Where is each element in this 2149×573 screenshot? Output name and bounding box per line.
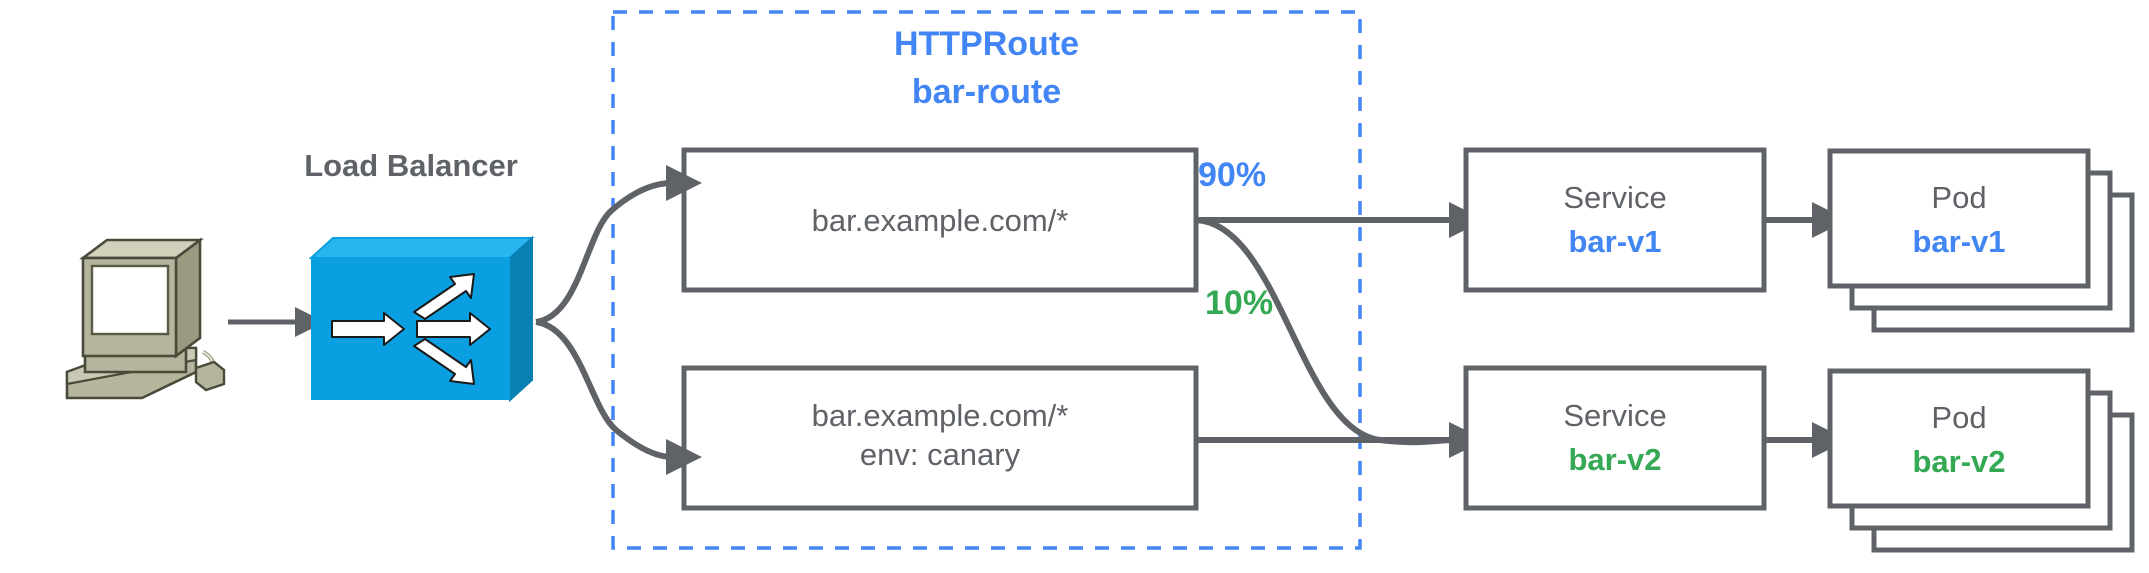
- pod-bar-v1-name: bar-v1: [1912, 224, 2006, 259]
- rule-primary-box[interactable]: [681, 147, 1199, 293]
- httproute-boundary: [611, 10, 1362, 550]
- weight-90-label: 90%: [1198, 156, 1267, 194]
- httproute-kind-label: HTTPRoute: [893, 25, 1080, 63]
- rule-primary-label: bar.example.com/*: [811, 203, 1069, 238]
- rule-canary-label-host: bar.example.com/*: [811, 398, 1069, 433]
- service-bar-v1-name: bar-v1: [1568, 224, 1662, 259]
- edge-lb-to-rule-canary: [535, 319, 702, 475]
- load-balancer-label: Load Balancer: [304, 148, 518, 183]
- pod-bar-v2-name: bar-v2: [1912, 444, 2006, 479]
- weight-10-label: 10%: [1205, 284, 1274, 322]
- desktop-computer-icon: [65, 237, 226, 400]
- rule-canary-label-env: env: canary: [859, 437, 1021, 472]
- service-bar-v1-kind: Service: [1563, 180, 1667, 215]
- service-bar-v2-kind: Service: [1563, 398, 1667, 433]
- rule-canary-box[interactable]: [681, 365, 1199, 511]
- pod-bar-v2-kind: Pod: [1931, 400, 1987, 435]
- pod-bar-v2-stack[interactable]: [1827, 368, 2135, 553]
- service-bar-v2-box[interactable]: [1463, 365, 1767, 511]
- pod-bar-v1-stack[interactable]: [1827, 148, 2135, 333]
- service-bar-v1-box[interactable]: [1463, 147, 1767, 293]
- httproute-name-label: bar-route: [911, 73, 1062, 111]
- edge-rule-primary-to-service-v2-10: [1195, 217, 1485, 459]
- service-bar-v2-name: bar-v2: [1568, 442, 1662, 477]
- edge-lb-to-rule-primary: [535, 165, 702, 325]
- pod-bar-v1-kind: Pod: [1931, 180, 1987, 215]
- network-switch-icon: [308, 235, 535, 403]
